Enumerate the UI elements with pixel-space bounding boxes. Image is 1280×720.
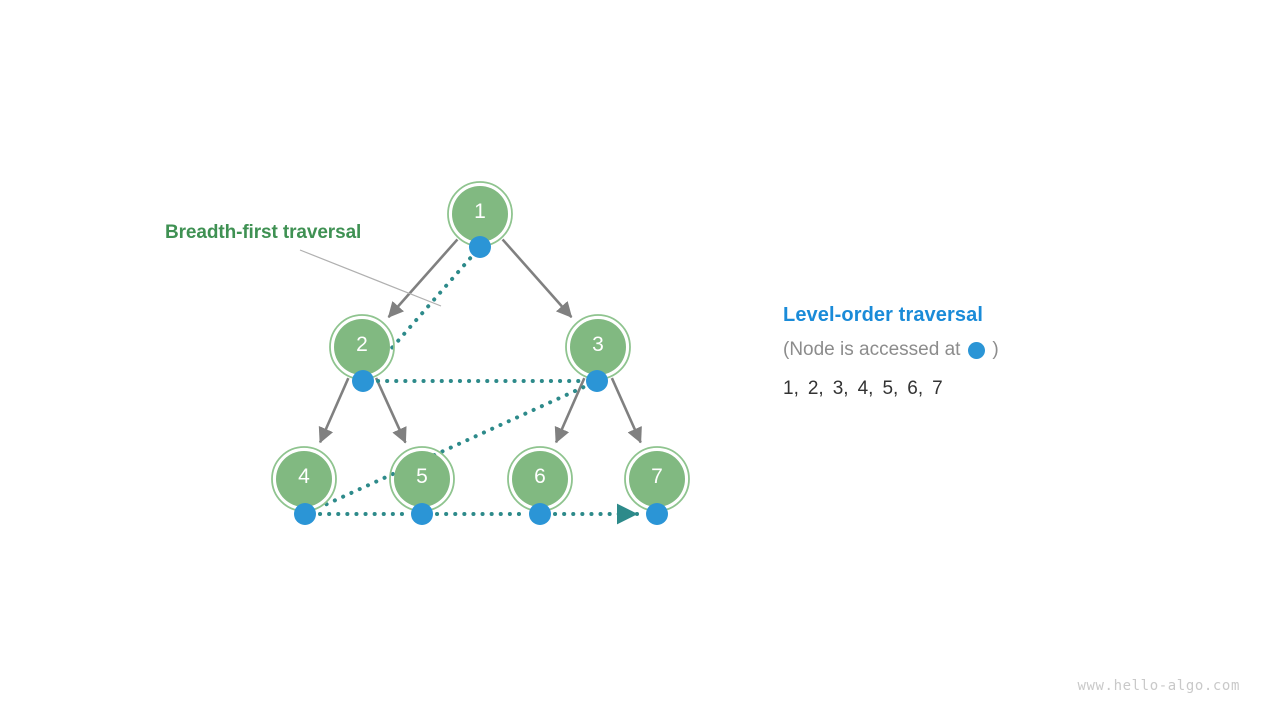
node-circle-7 [629,451,685,507]
node-circle-3 [570,319,626,375]
tree-edge-n2-n4 [318,377,350,444]
node-circle-4 [276,451,332,507]
node-circle-1 [452,186,508,242]
traversal-sequence: 1, 2, 3, 4, 5, 6, 7 [783,378,1203,401]
visit-dot-3 [586,370,608,392]
leader-line [299,249,442,307]
visit-dot-2 [352,370,374,392]
visit-dot-6 [529,503,551,525]
panel-subtitle-after: ) [992,339,999,360]
sequence-item-4: 4, [857,377,874,399]
blue-dot-icon [968,341,986,359]
tree-edge-n3-n6 [554,377,586,444]
sequence-item-2: 2, [807,377,824,399]
visit-markers [294,236,668,525]
sequence-item-7: 7 [932,377,943,399]
sequence-item-6: 6, [907,377,924,399]
tree-edge-n1-n3 [501,238,573,318]
level-order-panel: Level-order traversal (Node is accessed … [783,303,1203,401]
watermark: www.hello-algo.com [1077,678,1240,694]
breadth-first-traversal-label: Breadth-first traversal [165,222,362,243]
visit-dot-4 [294,503,316,525]
node-circle-6 [512,451,568,507]
tree-edge-n1-n2 [387,238,459,318]
tree-edge-n2-n5 [374,377,407,444]
visit-dot-7 [646,503,668,525]
tree-edges [318,238,642,444]
panel-title: Level-order traversal [783,304,983,326]
label-leader-line [299,249,442,307]
node-circle-2 [334,319,390,375]
visit-dot-1 [469,236,491,258]
node-circle-5 [394,451,450,507]
panel-subtitle: (Node is accessed at ) [783,339,1203,362]
tree-nodes [271,181,690,512]
panel-subtitle-before: (Node is accessed at [783,339,961,360]
sequence-item-5: 5, [882,377,899,399]
visit-dot-5 [411,503,433,525]
tree-edge-n3-n7 [610,377,642,444]
sequence-item-1: 1, [783,377,799,399]
sequence-item-3: 3, [832,377,849,399]
traversal-segment-n1-n2 [370,256,473,372]
traversal-path [316,256,639,525]
traversal-segment-n3-n4 [316,385,586,510]
